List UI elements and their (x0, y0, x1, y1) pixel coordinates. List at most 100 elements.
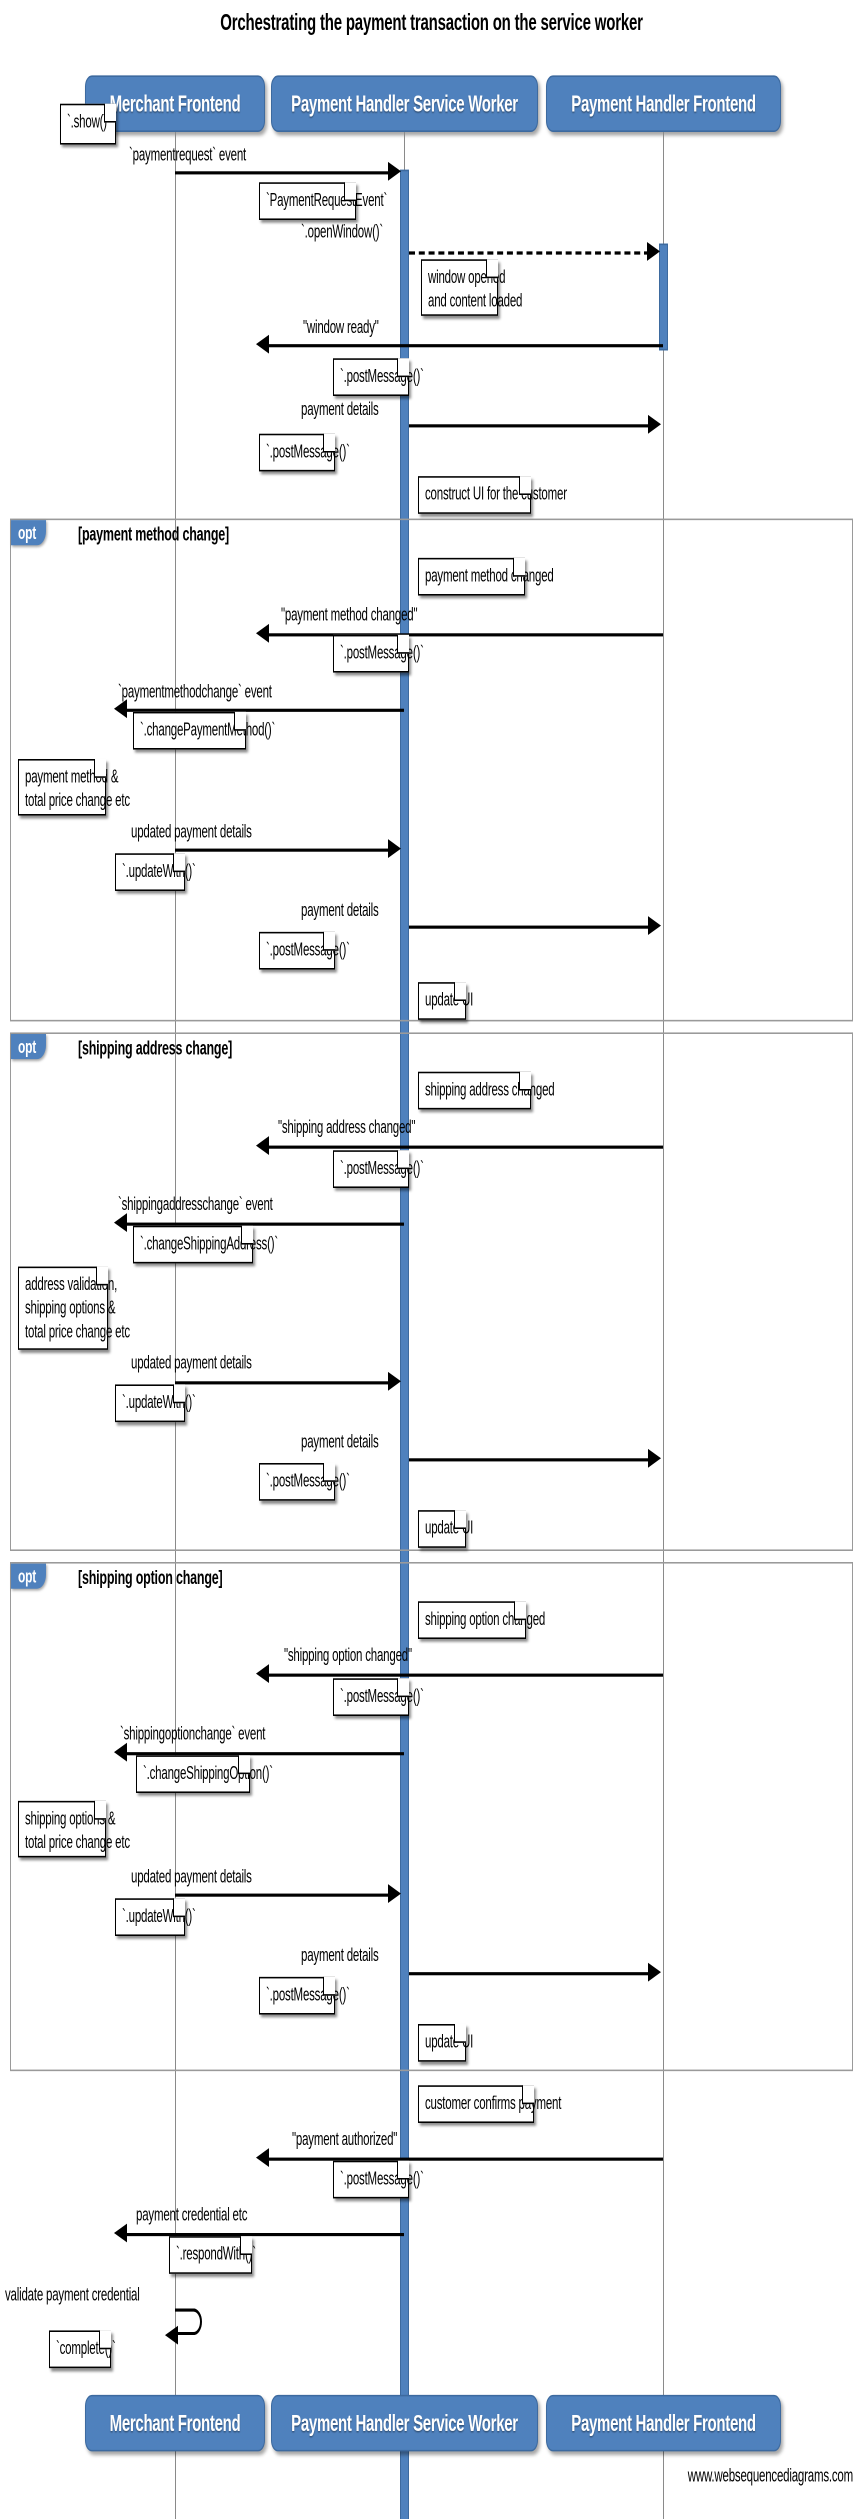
message-line-updated-payment-details-2 (175, 1381, 391, 1385)
message-line-payment-details-1 (409, 424, 651, 428)
note-postmessage-payment-details-1: `.postMessage()` (259, 433, 350, 472)
message-label-payment-details-4: payment details (301, 1947, 379, 1966)
message-label-shipping-address-changed: "shipping address changed" (278, 1118, 416, 1138)
note-update-ui-2: update UI (418, 1510, 473, 1548)
message-line-updated-payment-details-1 (175, 848, 391, 852)
note-window-opened: window opened and content loaded (421, 259, 522, 316)
fragment-opt1-condition: [payment method change] (78, 523, 229, 546)
note-respondwith: `.respondWith()` (169, 2236, 256, 2274)
message-line-payment-details-4 (409, 1972, 651, 1976)
message-line-payment-credential-etc (124, 2233, 404, 2237)
note-updatewith-3: `.updateWith()` (115, 1898, 196, 1936)
note-update-ui-1: update UI (418, 982, 473, 1020)
note-postmessage-payment-details-2: `.postMessage()` (259, 931, 350, 970)
note-postmessage-shipping-address-changed: `.postMessage()` (333, 1150, 424, 1188)
message-label-updated-payment-details-2: updated payment details (131, 1354, 252, 1374)
message-line-shipping-option-changed (266, 1673, 663, 1677)
message-label-shipping-option-changed: "shipping option changed" (284, 1646, 412, 1666)
fragment-opt-shipping-option-change (10, 1562, 853, 2072)
arrowhead-right-icon (647, 242, 660, 261)
arrowhead-right-icon (388, 161, 401, 181)
note-construct-ui: construct UI for the customer (418, 476, 567, 514)
message-label-payment-authorized: "payment authorized" (292, 2130, 398, 2150)
arrowhead-right-icon (648, 916, 661, 935)
message-label-openwindow: `.openWindow()` (301, 223, 383, 242)
message-label-paymentmethodchange-event: `paymentmethodchange` event (118, 683, 272, 703)
fragment-opt-shipping-address-change (10, 1032, 853, 1551)
note-change-shipping-option: `.changeShippingOption()` (136, 1755, 273, 1793)
arrowhead-left-icon (256, 1664, 269, 1683)
note-postmessage-payment-method-changed: `.postMessage()` (333, 634, 424, 673)
arrowhead-left-icon (256, 623, 269, 643)
note-postmessage-shipping-option-changed: `.postMessage()` (333, 1678, 424, 1716)
activation-frontend-window-open (659, 243, 668, 351)
message-label-updated-payment-details-1: updated payment details (131, 823, 252, 843)
participant-merchant-frontend-footer[interactable]: Merchant Frontend (85, 2394, 265, 2452)
note-address-validation: address validation, shipping options & t… (18, 1266, 130, 1350)
message-line-payment-authorized (266, 2157, 663, 2161)
message-label-paymentrequest-event: `paymentrequest` event (129, 146, 247, 165)
note-shipping-options-total-price-change: shipping options & total price change et… (18, 1800, 130, 1858)
arrowhead-left-icon (114, 2223, 127, 2243)
participant-payment-handler-frontend-footer[interactable]: Payment Handler Frontend (546, 2394, 781, 2452)
note-payment-request-event: `PaymentRequestEvent` (259, 182, 387, 220)
arrowhead-left-icon (256, 334, 269, 354)
fragment-opt3-operator: opt (11, 1563, 47, 1589)
arrowhead-right-icon (388, 1371, 401, 1391)
message-label-payment-details-3: payment details (301, 1433, 379, 1452)
note-change-shipping-address: `.changeShippingAddress()` (133, 1225, 278, 1264)
participant-payment-handler-service-worker-footer[interactable]: Payment Handler Service Worker (271, 2394, 538, 2452)
message-line-openwindow (409, 251, 650, 255)
message-label-shippingoptionchange-event: `shippingoptionchange` event (120, 1725, 266, 1745)
arrowhead-left-icon (114, 1213, 127, 1232)
fragment-opt3-condition: [shipping option change] (78, 1566, 223, 1589)
message-line-updated-payment-details-3 (175, 1893, 391, 1897)
message-label-payment-details-1: payment details (301, 400, 379, 420)
fragment-opt-payment-method-change (10, 518, 853, 1022)
arrowhead-right-icon (388, 839, 401, 858)
message-line-payment-details-3 (409, 1458, 651, 1462)
arrowhead-right-icon (648, 414, 661, 434)
message-line-paymentrequest-event (175, 171, 391, 175)
lifeline-merchant-frontend (175, 132, 176, 2519)
page-title: Orchestrating the payment transaction on… (220, 9, 643, 37)
arrowhead-right-icon (648, 1448, 661, 1468)
note-change-payment-method: `.changePaymentMethod()` (133, 711, 275, 750)
note-show: `.show()` (60, 103, 116, 145)
note-complete: `complete()` (49, 2330, 116, 2369)
fragment-opt2-condition: [shipping address change] (78, 1037, 233, 1060)
message-label-payment-method-changed: "payment method changed" (281, 606, 418, 626)
note-shipping-address-changed: shipping address changed (418, 1071, 555, 1110)
message-label-shippingaddresschange-event: `shippingaddresschange` event (118, 1195, 273, 1215)
self-message-loop-validate-payment-credential (175, 2308, 202, 2336)
activation-service-worker (400, 169, 409, 2519)
note-shipping-option-changed: shipping option changed (418, 1601, 545, 1639)
message-line-paymentmethodchange-event (124, 708, 404, 712)
message-label-payment-details-2: payment details (301, 902, 379, 921)
note-postmessage-payment-details-3: `.postMessage()` (259, 1463, 350, 1501)
note-postmessage-payment-details-4: `.postMessage()` (259, 1976, 350, 2015)
arrowhead-left-icon (256, 2148, 269, 2167)
arrowhead-left-icon (165, 2325, 178, 2345)
message-line-shippingoptionchange-event (124, 1752, 404, 1756)
note-payment-method-changed: payment method changed (418, 557, 554, 596)
note-customer-confirms-payment: customer confirms payment (418, 2085, 561, 2123)
arrowhead-right-icon (648, 1962, 661, 1982)
credit-link[interactable]: www.websequencediagrams.com (687, 2467, 853, 2486)
message-line-shipping-address-changed (266, 1145, 663, 1149)
note-postmessage-payment-authorized: `.postMessage()` (333, 2160, 424, 2199)
note-updatewith-2: `.updateWith()` (115, 1384, 196, 1423)
participant-payment-handler-frontend-header[interactable]: Payment Handler Frontend (546, 75, 781, 132)
note-updatewith-1: `.updateWith()` (115, 853, 196, 891)
arrowhead-left-icon (114, 699, 127, 719)
message-line-window-ready (266, 344, 663, 348)
participant-payment-handler-service-worker-header[interactable]: Payment Handler Service Worker (271, 75, 538, 132)
note-update-ui-3: update UI (418, 2024, 473, 2062)
note-payment-method-total-price-change: payment method & total price change etc (18, 759, 130, 816)
fragment-opt2-operator: opt (11, 1034, 47, 1060)
message-line-shippingaddresschange-event (124, 1222, 404, 1226)
message-label-validate-payment-credential: validate payment credential (5, 2286, 140, 2306)
lifeline-payment-handler-frontend (663, 132, 664, 2519)
arrowhead-right-icon (388, 1884, 401, 1903)
